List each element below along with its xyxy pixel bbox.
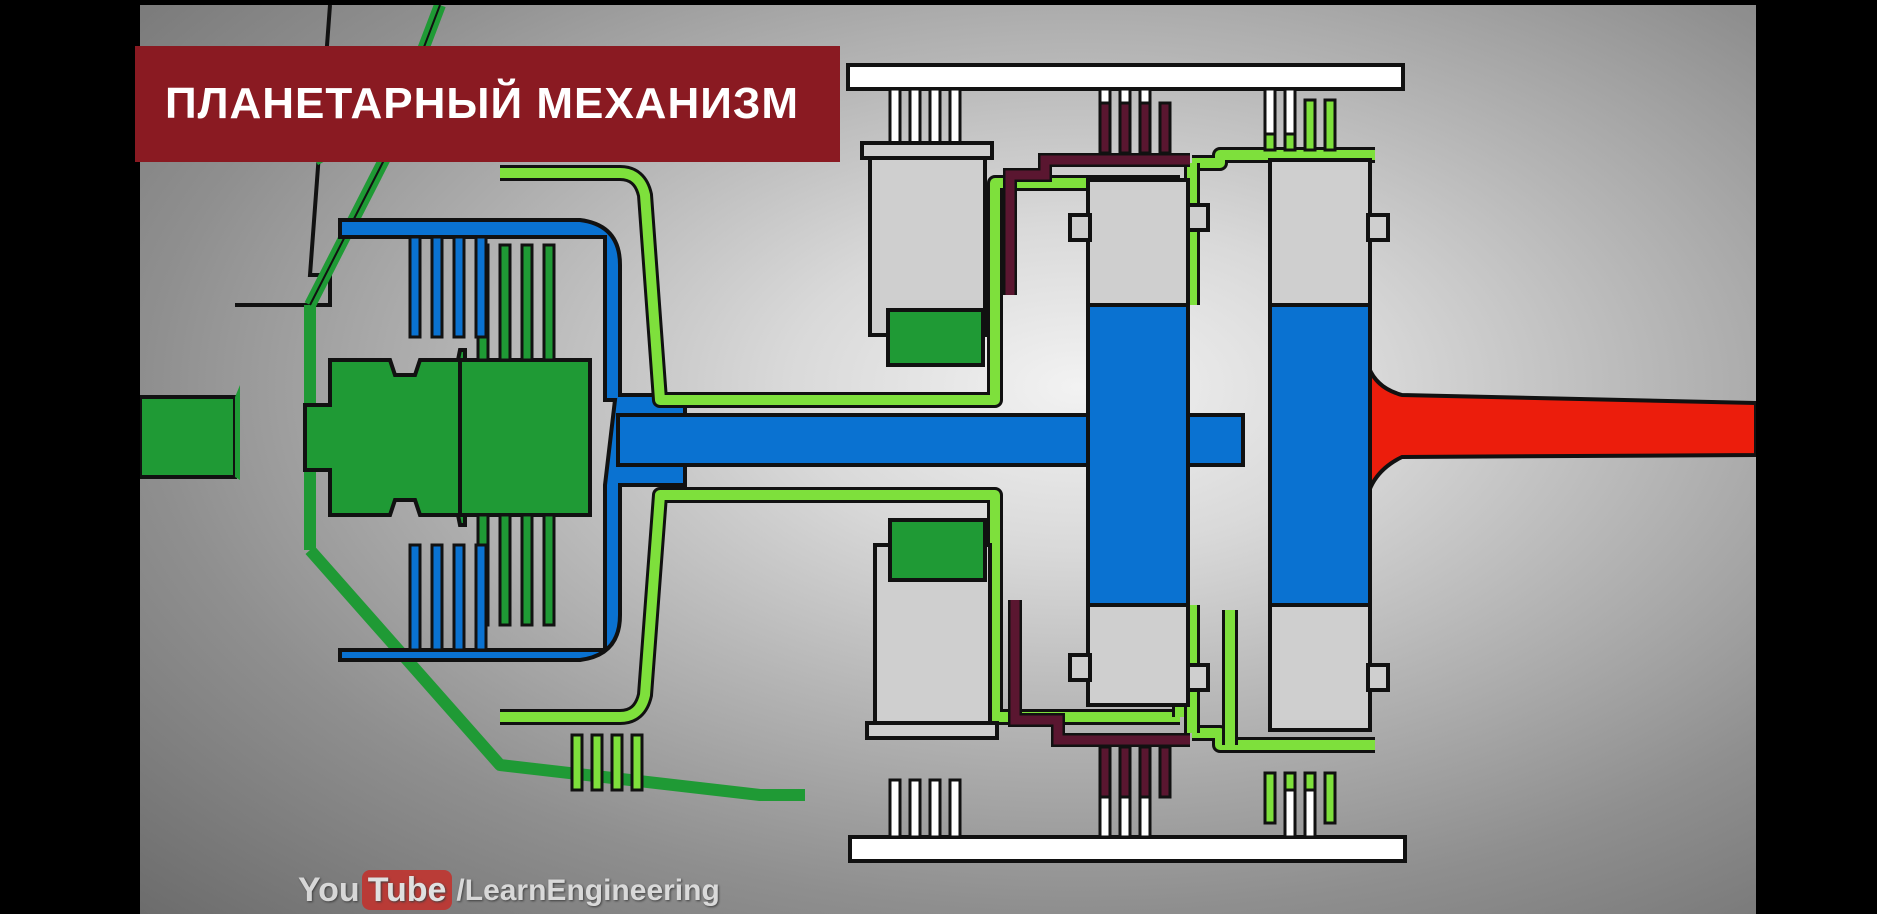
sun-gear-carrier — [500, 147, 1375, 753]
planetary-gear-diagram — [140, 5, 1756, 863]
planet-green-blocks — [886, 308, 987, 582]
channel-name: /LearnEngineering — [456, 874, 720, 907]
video-frame-content[interactable]: You Tube /LearnEngineering — [140, 5, 1756, 914]
intermediate-shaft — [338, 218, 1372, 662]
clutch-plates-green-top — [476, 243, 556, 362]
ring-gear-fingers — [1098, 101, 1172, 799]
title-banner: ПЛАНЕТАРНЫЙ МЕХАНИЗМ — [135, 46, 840, 162]
input-shaft — [140, 5, 805, 801]
youtube-watermark: You Tube /LearnEngineering — [298, 860, 720, 910]
video-title: ПЛАНЕТАРНЫЙ МЕХАНИЗМ — [165, 79, 800, 128]
planet-gears — [860, 141, 1390, 740]
housing-top — [846, 63, 1405, 91]
ring-gear — [1003, 153, 1190, 747]
youtube-logo-tube: Tube — [361, 870, 453, 910]
clutch-plates-green-bottom — [476, 513, 556, 627]
youtube-logo-you: You — [298, 871, 360, 909]
housing-bottom — [848, 835, 1407, 863]
